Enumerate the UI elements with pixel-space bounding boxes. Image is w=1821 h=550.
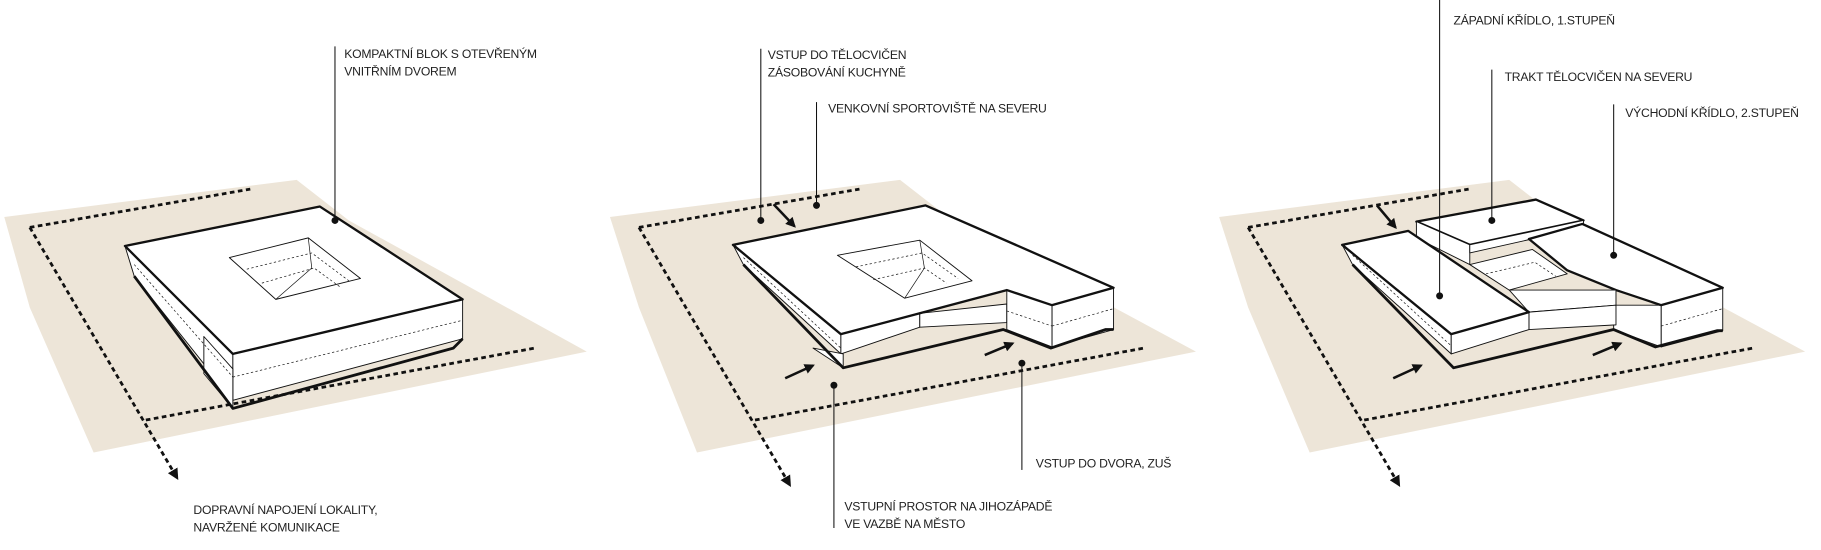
panel-wings: ZÁPADNÍ KŘÍDLO, 1.STUPEŇ TRAKT TĚLOCVIČE…	[1219, 0, 1806, 487]
label-courtyard-entry: VSTUP DO DVORA, ZUŠ	[1036, 456, 1171, 471]
arrow-courtyard-entry	[1592, 341, 1623, 357]
label-compact-block-2: VNITŘNÍM DVOREM	[344, 63, 456, 78]
leader-dot	[1018, 359, 1026, 367]
arrow-southwest-entry	[1392, 364, 1423, 380]
road-south	[145, 346, 535, 422]
leader-dot	[813, 201, 820, 209]
building-compact-block	[123, 205, 464, 410]
leader-dot	[757, 216, 765, 224]
panel-entries: VSTUP DO TĚLOCVIČEN ZÁSOBOVÁNÍ KUCHYNĚ V…	[609, 47, 1196, 531]
building-wings	[1340, 198, 1724, 370]
label-sports: VENKOVNÍ SPORTOVIŠTĚ NA SEVERU	[828, 101, 1047, 116]
leader-dot	[331, 216, 339, 224]
leader-dot	[830, 381, 838, 389]
leader-dot	[1436, 292, 1444, 300]
label-gym-entry-2: ZÁSOBOVÁNÍ KUCHYNĚ	[768, 65, 906, 80]
label-entrance-2: VE VAZBĚ NA MĚSTO	[844, 516, 965, 531]
label-east-wing: VÝCHODNÍ KŘÍDLO, 2.STUPEŇ	[1625, 105, 1798, 120]
label-compact-block-1: KOMPAKTNÍ BLOK S OTEVŘENÝM	[344, 46, 537, 61]
east-wing	[1527, 222, 1724, 307]
arrow-north-entry	[1375, 204, 1397, 229]
road-west-arrow	[1246, 226, 1401, 487]
road-south	[754, 346, 1144, 422]
leader-dot	[1488, 216, 1496, 224]
road-south	[1363, 346, 1754, 422]
leader-dot	[1610, 251, 1618, 259]
west-wing	[1340, 229, 1531, 336]
label-entrance-1: VSTUPNÍ PROSTOR NA JIHOZÁPADĚ	[844, 499, 1052, 514]
label-north-tract: TRAKT TĚLOCVIČEN NA SEVERU	[1505, 69, 1693, 84]
building-u-shape	[731, 204, 1115, 370]
road-west-arrow	[637, 226, 792, 487]
arrow-southwest-entry	[784, 364, 815, 380]
arrow-courtyard-entry	[984, 341, 1015, 357]
label-traffic-1: DOPRAVNÍ NAPOJENÍ LOKALITY,	[193, 502, 377, 517]
label-gym-entry-1: VSTUP DO TĚLOCVIČEN	[768, 47, 907, 62]
arrow-north-entry	[772, 203, 796, 228]
label-west-wing: ZÁPADNÍ KŘÍDLO, 1.STUPEŇ	[1454, 12, 1615, 27]
panel-compact-block: KOMPAKTNÍ BLOK S OTEVŘENÝM VNITŘNÍM DVOR…	[4, 46, 587, 534]
label-traffic-2: NAVRŽENÉ KOMUNIKACE	[193, 519, 339, 534]
